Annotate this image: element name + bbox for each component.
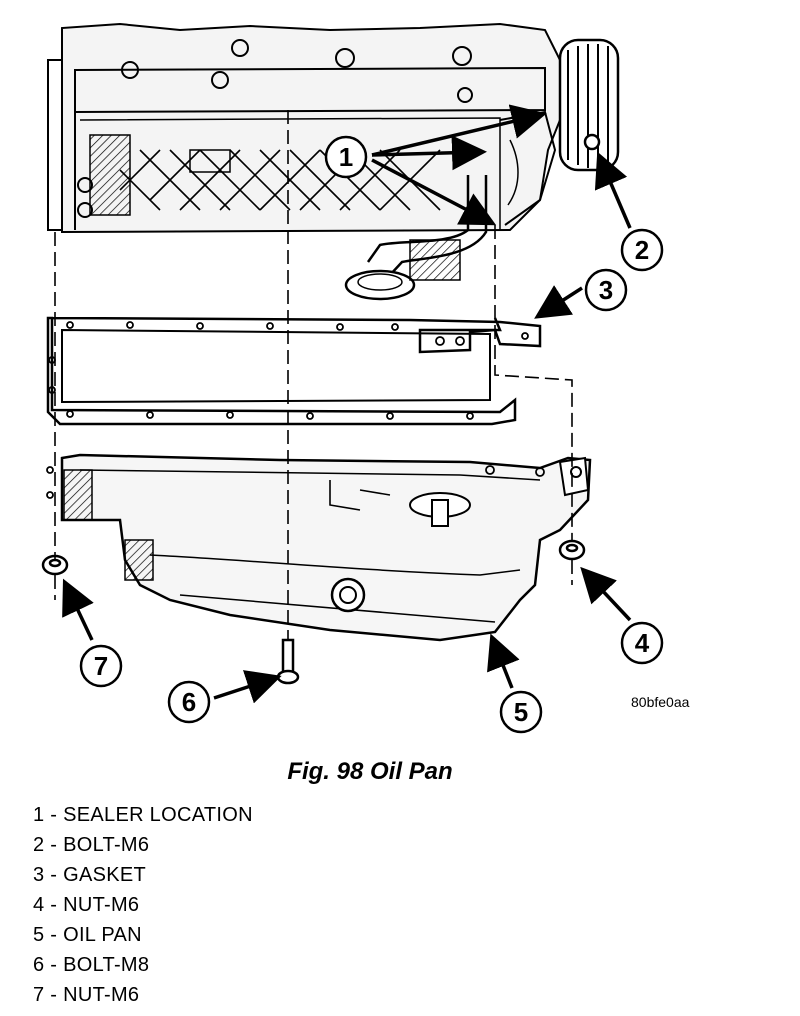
nut-m6-right	[558, 539, 586, 561]
engine-block	[47, 22, 620, 301]
svg-text:3: 3	[599, 275, 613, 305]
callout-7: 7	[79, 644, 123, 688]
legend-item: 2 - BOLT-M6	[33, 834, 150, 856]
callout-5: 5	[499, 690, 543, 734]
callout-2: 2	[620, 228, 664, 272]
svg-text:7: 7	[94, 651, 108, 681]
figure-code: 80bfe0aa	[631, 694, 690, 710]
oil-pan-exploded-diagram: 1 2 3 4 5 6 7	[41, 22, 664, 734]
alignment-lines	[54, 110, 573, 640]
svg-text:4: 4	[635, 628, 650, 658]
legend-item: 7 - NUT-M6	[33, 984, 140, 1006]
bolt-m8	[276, 638, 300, 685]
crankshaft-pulley	[558, 38, 620, 172]
callout-6: 6	[167, 680, 211, 724]
figure-caption: Fig. 98 Oil Pan	[287, 758, 453, 785]
svg-text:1: 1	[339, 142, 353, 172]
oil-pickup-tube	[344, 175, 488, 301]
legend-item: 6 - BOLT-M8	[33, 954, 150, 976]
svg-text:6: 6	[182, 687, 196, 717]
legend-item: 5 - OIL PAN	[33, 924, 142, 946]
callout-4: 4	[620, 621, 664, 665]
bolt-m6	[583, 133, 601, 151]
oil-pan-gasket	[46, 316, 542, 426]
legend-item: 1 - SEALER LOCATION	[33, 804, 253, 826]
callout-3: 3	[584, 268, 628, 312]
oil-pan	[46, 453, 592, 642]
svg-text:5: 5	[514, 697, 528, 727]
legend-item: 3 - GASKET	[33, 864, 147, 886]
drain-plug	[330, 577, 366, 613]
callout-1: 1	[324, 135, 368, 179]
leader-arrows	[62, 104, 632, 704]
parts-legend: 1 - SEALER LOCATION 2 - BOLT-M6 3 - GASK…	[33, 800, 253, 1010]
svg-text:2: 2	[635, 235, 649, 265]
legend-item: 4 - NUT-M6	[33, 894, 140, 916]
